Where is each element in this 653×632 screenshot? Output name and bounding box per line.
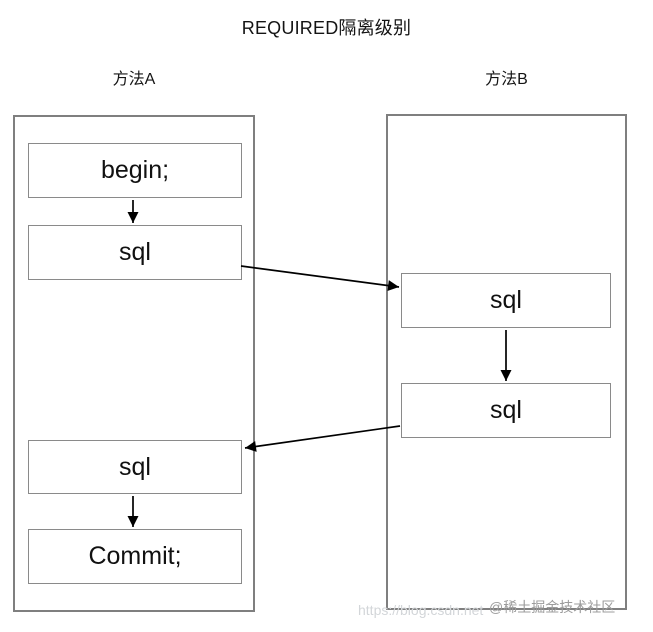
watermark-csdn-url: https://blog.csdn.net: [358, 602, 484, 618]
method-a-container: [13, 115, 255, 612]
node-sql-b-second: sql: [401, 383, 611, 438]
diagram-title: REQUIRED隔离级别: [241, 18, 412, 38]
node-sql-a-second: sql: [28, 440, 242, 494]
method-a-label: 方法A: [112, 71, 156, 88]
arrow-sql-b2-to-sql-a2: [244, 425, 401, 452]
node-sql-a-first: sql: [28, 225, 242, 280]
watermark-juejin-community: @稀土掘金技术社区: [489, 599, 616, 615]
node-begin: begin;: [28, 143, 242, 198]
node-sql-b-first: sql: [401, 273, 611, 328]
method-b-label: 方法B: [485, 71, 528, 88]
arrow-sql-a1-to-sql-b1: [240, 265, 400, 292]
node-commit: Commit;: [28, 529, 242, 584]
method-b-container: [386, 114, 627, 610]
